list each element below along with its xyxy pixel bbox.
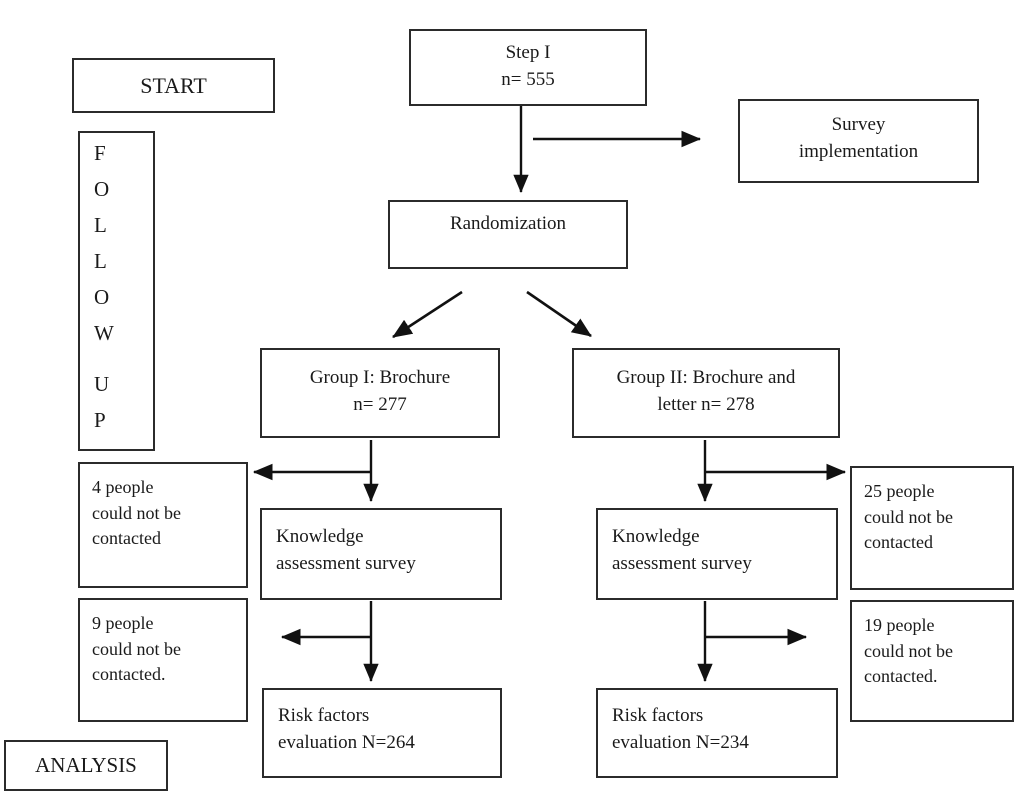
arrow-randomization-to-group1 [392, 290, 463, 339]
node-group1-line2: n= 277 [353, 393, 407, 415]
node-risk-right-line2: evaluation N=234 [612, 731, 749, 753]
node-dropout-right-2: 19 people could not be contacted. [850, 600, 1014, 722]
phase-follow-up-box: F O L L O W U P [78, 131, 155, 451]
node-dropout-left-2-line1: 9 people [92, 613, 154, 633]
node-survey-line1: Survey [831, 114, 886, 135]
node-knowledge-right: Knowledge assessment survey [596, 508, 838, 600]
node-knowledge-left-line1: Knowledge [276, 526, 364, 547]
node-group2-line1: Group II: Brochure and [616, 367, 796, 388]
node-randomization-line1: Randomization [449, 213, 567, 234]
node-dropout-left-1: 4 people could not be contacted [78, 462, 248, 588]
node-risk-left: Risk factors evaluation N=264 [262, 688, 502, 778]
arrow-randomization-to-group2 [526, 290, 592, 338]
node-dropout-left-1-line3: contacted [92, 528, 161, 549]
node-risk-left-line2: evaluation N=264 [278, 731, 415, 753]
node-group2-line2: letter n= 278 [657, 393, 755, 415]
node-dropout-right-1-line3: contacted [864, 532, 933, 553]
follow-up-letter-f: F [94, 141, 106, 165]
node-risk-right: Risk factors evaluation N=234 [596, 688, 838, 778]
node-dropout-right-1-line1: 25 people [864, 481, 935, 501]
follow-up-letter-o2: O [94, 285, 110, 309]
phase-start-label: START [140, 72, 207, 98]
node-survey-line2: implementation [798, 140, 919, 162]
node-step1: Step I n= 555 [409, 29, 647, 106]
node-dropout-right-2-line1: 19 people [864, 615, 935, 635]
node-dropout-left-2: 9 people could not be contacted. [78, 598, 248, 722]
node-knowledge-left-line2: assessment survey [276, 552, 416, 574]
node-risk-right-line1: Risk factors [612, 705, 704, 726]
node-step1-line1: Step I [505, 42, 551, 63]
node-knowledge-right-line2: assessment survey [612, 552, 752, 574]
node-dropout-right-2-line2: could not be [864, 640, 953, 661]
node-knowledge-right-line1: Knowledge [612, 526, 700, 547]
node-group1: Group I: Brochure n= 277 [260, 348, 500, 438]
node-risk-left-line1: Risk factors [278, 705, 370, 726]
node-dropout-left-2-line2: could not be [92, 638, 181, 659]
node-randomization: Randomization [388, 200, 628, 269]
node-survey-implementation: Survey implementation [738, 99, 979, 183]
node-knowledge-left: Knowledge assessment survey [260, 508, 502, 600]
node-dropout-left-1-line1: 4 people [92, 477, 154, 497]
phase-start-box: START [72, 58, 275, 113]
follow-up-letter-o1: O [94, 177, 110, 201]
phase-analysis-box: ANALYSIS [4, 740, 168, 791]
node-step1-line2: n= 555 [501, 68, 555, 90]
node-dropout-right-1: 25 people could not be contacted [850, 466, 1014, 590]
follow-up-letter-w: W [94, 321, 114, 345]
node-dropout-left-1-line2: could not be [92, 502, 181, 523]
follow-up-letter-l2: L [94, 249, 107, 273]
follow-up-letter-u: U [94, 372, 110, 396]
node-dropout-right-1-line2: could not be [864, 506, 953, 527]
follow-up-letter-p: P [94, 408, 106, 432]
node-group2: Group II: Brochure and letter n= 278 [572, 348, 840, 438]
node-dropout-left-2-line3: contacted. [92, 664, 166, 685]
node-dropout-right-2-line3: contacted. [864, 666, 938, 687]
follow-up-letter-l1: L [94, 213, 107, 237]
phase-analysis-label: ANALYSIS [35, 752, 137, 777]
node-group1-line1: Group I: Brochure [309, 367, 451, 388]
